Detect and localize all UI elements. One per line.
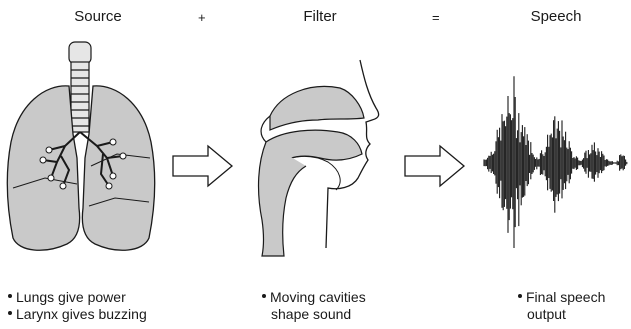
right-arrow-icon — [404, 144, 466, 188]
filter-heading: Filter — [280, 8, 360, 25]
caption-line: Lungs give power — [8, 289, 147, 306]
right-arrow-icon — [172, 144, 234, 188]
pharynx — [259, 142, 306, 256]
caption-line: Final speech — [518, 289, 605, 306]
bullet-icon — [8, 294, 12, 298]
speech-caption: Final speech output — [518, 289, 605, 323]
speech-heading: Speech — [516, 8, 596, 25]
plus-operator: + — [198, 10, 206, 25]
lungs-illustration — [5, 38, 160, 260]
vocal-tract-illustration — [240, 58, 386, 258]
equals-operator: = — [432, 10, 440, 25]
nasal-cavity — [270, 86, 364, 130]
caption-line: Larynx gives buzzing — [8, 306, 147, 323]
speech-waveform — [482, 70, 628, 256]
right-lung — [82, 86, 154, 250]
caption-line: shape sound — [262, 306, 366, 323]
bullet-icon — [8, 311, 12, 315]
source-caption: Lungs give power Larynx gives buzzing — [8, 289, 147, 323]
bullet-icon — [262, 294, 266, 298]
source-heading: Source — [58, 8, 138, 25]
filter-caption: Moving cavities shape sound — [262, 289, 366, 323]
caption-line: output — [518, 306, 605, 323]
caption-line: Moving cavities — [262, 289, 366, 306]
bullet-icon — [518, 294, 522, 298]
